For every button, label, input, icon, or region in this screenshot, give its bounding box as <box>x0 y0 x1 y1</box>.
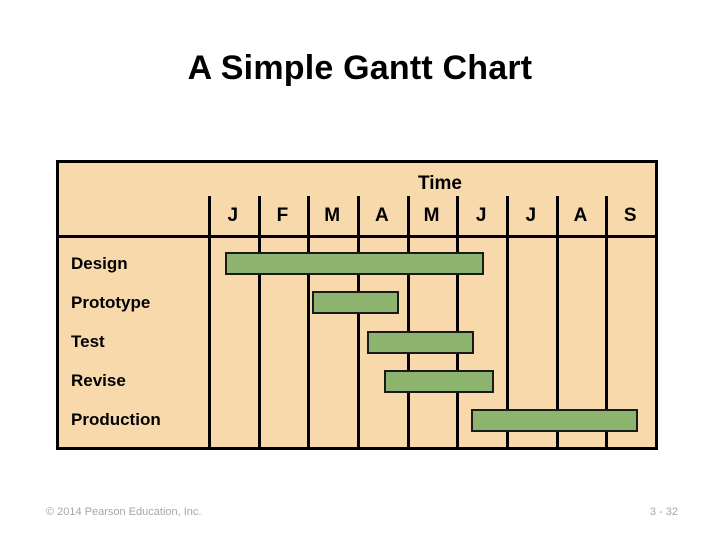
column-divider <box>357 196 360 238</box>
month-header-8: S <box>623 205 637 226</box>
column-divider <box>257 238 261 447</box>
task-label-revise: Revise <box>71 371 126 391</box>
column-divider <box>605 238 609 447</box>
month-header-4: M <box>423 205 440 226</box>
month-header-1: F <box>276 205 289 226</box>
time-axis-label: Time <box>417 173 462 194</box>
column-divider <box>506 196 509 238</box>
task-label-production: Production <box>71 410 161 430</box>
footer-copyright: © 2014 Pearson Education, Inc. <box>46 506 202 518</box>
column-divider <box>357 238 360 447</box>
month-header-0: J <box>227 205 239 226</box>
task-label-test: Test <box>71 332 105 351</box>
gantt-bar-design <box>225 252 484 276</box>
task-label-prototype: Prototype <box>71 292 151 312</box>
task-label-design: Design <box>71 253 128 273</box>
month-header-5: J <box>475 205 487 226</box>
footer-page-number: 3 - 32 <box>649 506 678 518</box>
column-divider <box>406 196 410 238</box>
column-divider <box>506 238 509 447</box>
month-header-3: A <box>374 205 389 226</box>
column-divider <box>605 196 609 238</box>
gantt-bar-production <box>471 408 638 432</box>
gantt-bar-revise <box>384 369 494 393</box>
column-divider <box>307 238 311 447</box>
column-divider <box>555 238 559 447</box>
gantt-bar-test <box>366 330 474 354</box>
gantt-header: Time J F M A M J J A S <box>59 163 655 238</box>
gantt-bar-prototype <box>312 291 400 315</box>
month-header-6: J <box>525 205 537 226</box>
page-title: A Simple Gantt Chart <box>187 49 533 87</box>
column-divider <box>208 196 211 238</box>
month-header-2: M <box>324 205 341 226</box>
column-divider <box>456 196 460 238</box>
month-header-7: A <box>573 205 588 226</box>
column-divider <box>555 196 559 238</box>
column-divider <box>257 196 261 238</box>
column-divider <box>307 196 311 238</box>
task-column-divider <box>208 238 211 447</box>
